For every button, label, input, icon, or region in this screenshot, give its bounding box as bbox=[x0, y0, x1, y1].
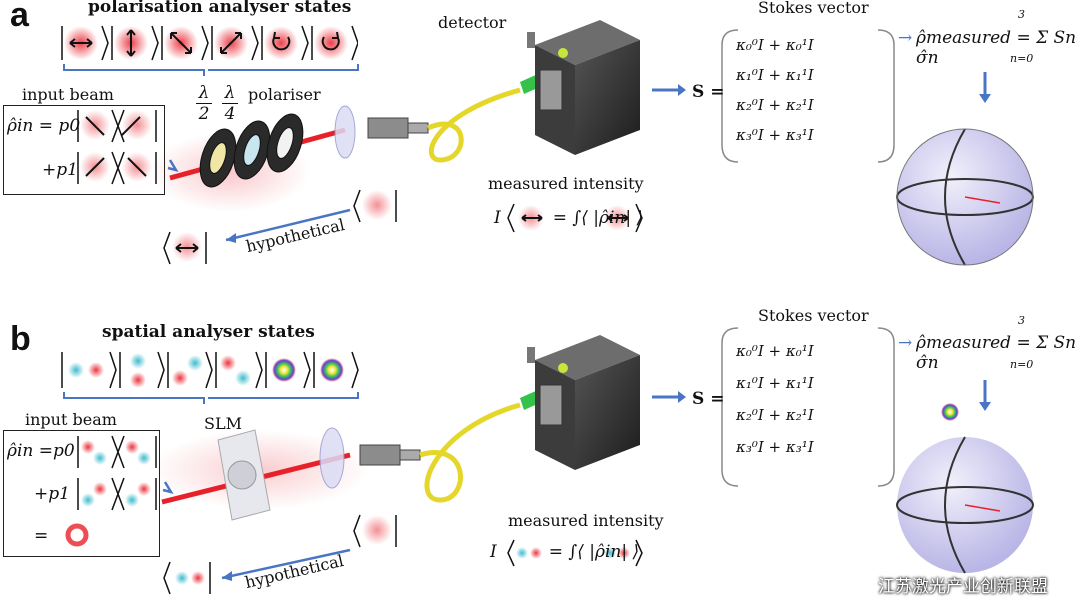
spatial-ket-row bbox=[61, 351, 359, 389]
slm-label: SLM bbox=[204, 414, 242, 433]
stokes-row-a-2: κ₂⁰I + κ₂¹I bbox=[736, 96, 814, 114]
ket-right-circular bbox=[261, 25, 309, 61]
stokes-vector-label-a: Stokes vector bbox=[758, 0, 869, 17]
fiber-coupler-b bbox=[359, 444, 421, 466]
rho-in-line2: +p1 bbox=[42, 160, 78, 180]
arrow-to-rho-measured-a: → bbox=[898, 28, 913, 48]
rho-measured-b: ρ̂measured = Σ Sn σ̂n bbox=[916, 333, 1077, 373]
rho-in-b-line1: ρ̂in =p0 bbox=[7, 441, 75, 461]
stokes-S-label-a: S = bbox=[692, 82, 725, 102]
ket-diagonal bbox=[161, 25, 209, 61]
ket-horizontal bbox=[61, 25, 109, 61]
hypothetical-bra-lg-b bbox=[163, 561, 211, 595]
hypothetical-bra-b bbox=[353, 514, 397, 548]
ket-antidiagonal bbox=[211, 25, 259, 61]
polarisation-analyser-title: polarisation analyser states bbox=[88, 0, 352, 17]
rho-in-b-line2: +p1 bbox=[34, 484, 70, 504]
intensity-formula-b: I= ∫⟨ |ρ̂in| ⟩ bbox=[490, 542, 640, 562]
intensity-formula-kets-b bbox=[507, 539, 643, 567]
ket-left-circular bbox=[311, 25, 358, 61]
waveplate-half bbox=[199, 128, 237, 188]
spatial-ket-0 bbox=[61, 351, 117, 389]
input-beam-label-a: input beam bbox=[22, 85, 114, 104]
polariser-label: polariser bbox=[248, 85, 321, 104]
poincare-sphere-b bbox=[896, 436, 1034, 574]
panel-b-letter: b bbox=[10, 320, 31, 358]
stokes-row-a-1: κ₁⁰I + κ₁¹I bbox=[736, 66, 814, 84]
input-state-kets-b bbox=[65, 435, 157, 547]
input-beam-box-b: ρ̂in =p0 +p1 = bbox=[3, 430, 160, 557]
input-beam-label-b: input beam bbox=[25, 410, 117, 429]
intensity-formula-a: I= ∫⟨ |ρ̂in| ⟩ bbox=[494, 208, 644, 228]
poincare-sphere-a bbox=[896, 128, 1034, 266]
measured-intensity-label-b: measured intensity bbox=[508, 511, 664, 530]
ket-vertical bbox=[111, 25, 159, 61]
spatial-analyser-title: spatial analyser states bbox=[102, 322, 315, 342]
polarisation-ket-row bbox=[58, 22, 358, 64]
rho-in-b-line3: = bbox=[34, 526, 49, 546]
stokes-row-a-3: κ₃⁰I + κ₃¹I bbox=[736, 126, 814, 144]
watermark-text: 江苏激光产业创新联盟 bbox=[878, 577, 1048, 597]
panel-a-letter: a bbox=[10, 0, 29, 34]
stokes-row-b-1: κ₁⁰I + κ₁¹I bbox=[736, 374, 814, 392]
stokes-S-label-b: S = bbox=[692, 389, 725, 409]
stokes-row-b-3: κ₃⁰I + κ₃¹I bbox=[736, 438, 814, 456]
rho-in-line1: ρ̂in = p0 bbox=[7, 116, 81, 136]
stokes-row-b-2: κ₂⁰I + κ₂¹I bbox=[736, 406, 814, 424]
measured-intensity-label-a: measured intensity bbox=[488, 174, 644, 193]
lens-b bbox=[319, 427, 345, 489]
input-state-kets-a bbox=[77, 109, 157, 185]
lens-a bbox=[334, 105, 356, 159]
hypothetical-bra-a bbox=[353, 189, 397, 223]
lambda-quarter-label: λ 4 bbox=[222, 83, 238, 124]
sum-bottom-b: n=0 bbox=[1010, 358, 1034, 371]
detector-label: detector bbox=[438, 13, 507, 32]
spatial-ket-5 bbox=[313, 351, 359, 389]
spatial-ket-4 bbox=[265, 351, 311, 389]
slm bbox=[217, 429, 271, 521]
detector-a bbox=[527, 20, 640, 155]
sum-bottom-a: n=0 bbox=[1010, 52, 1034, 65]
rho-measured-a: ρ̂measured = Σ Sn σ̂n bbox=[916, 28, 1077, 68]
fiber-coupler-a bbox=[367, 117, 429, 139]
spatial-ket-1 bbox=[119, 351, 165, 389]
intensity-formula-kets-a bbox=[507, 203, 643, 233]
hypothetical-bra-horizontal-a bbox=[163, 231, 207, 265]
stokes-vector-label-b: Stokes vector bbox=[758, 306, 869, 325]
lambda-half-label: λ 2 bbox=[196, 83, 212, 124]
arrow-to-rho-measured-b: → bbox=[898, 333, 913, 353]
sum-top-b: 3 bbox=[1018, 314, 1025, 327]
spatial-ket-3 bbox=[215, 351, 263, 389]
polariser bbox=[266, 113, 304, 173]
stokes-row-b-0: κ₀⁰I + κ₀¹I bbox=[736, 342, 814, 360]
spatial-ket-2 bbox=[167, 351, 213, 389]
stokes-row-a-0: κ₀⁰I + κ₀¹I bbox=[736, 36, 814, 54]
detector-b bbox=[527, 335, 640, 470]
sum-top-a: 3 bbox=[1018, 8, 1025, 21]
sphere-b-state-top bbox=[941, 403, 959, 421]
